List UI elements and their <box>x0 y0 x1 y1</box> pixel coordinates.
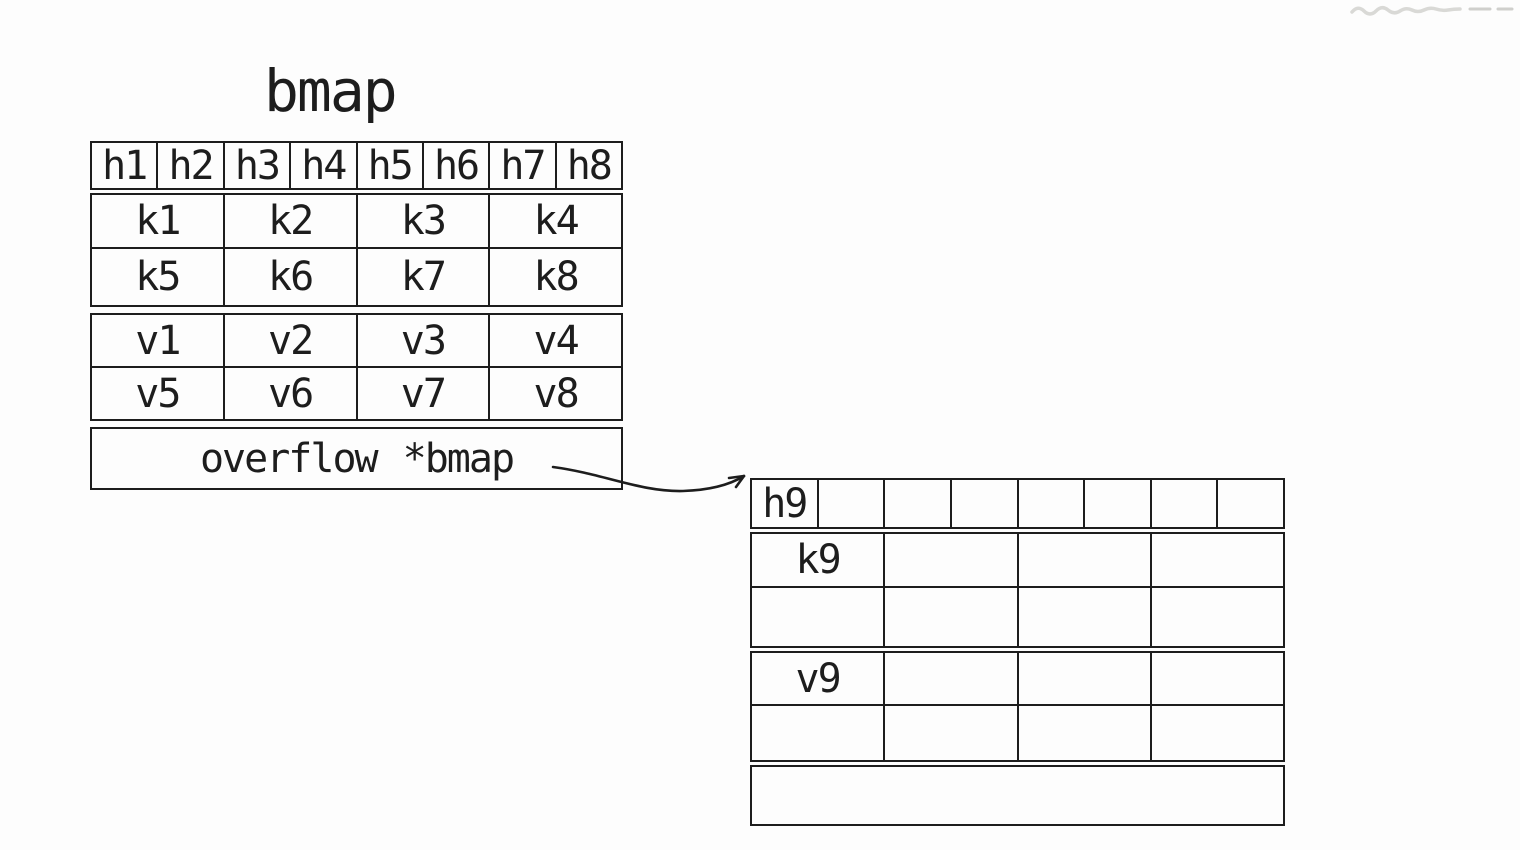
tophash-cell: h2 <box>156 143 222 188</box>
tophash-cell <box>816 480 884 527</box>
bucket-main-values-block: v1 v2 v3 v4 v5 v6 v7 v8 <box>90 313 623 421</box>
value-cell: v6 <box>222 368 356 419</box>
value-cell: v5 <box>135 370 181 417</box>
value-cell <box>883 706 1016 760</box>
value-cell: v8 <box>488 368 621 419</box>
bucket-main-keys-block: k1 k2 k3 k4 k5 k6 k7 k8 <box>90 193 623 307</box>
tophash-cell: h3 <box>222 143 289 188</box>
value-cell: v2 <box>222 315 356 366</box>
tophash-cell <box>1149 480 1217 527</box>
value-cell <box>883 653 1016 704</box>
keys-row: k5 k6 k7 k8 <box>92 247 621 305</box>
tophash-cell: h8 <box>554 143 621 188</box>
tophash-row: h9 <box>752 480 1283 527</box>
value-cell <box>1149 653 1283 704</box>
value-cell: v7 <box>355 368 489 419</box>
key-cell: k7 <box>355 249 489 305</box>
key-cell <box>1149 588 1283 646</box>
value-cell: v4 <box>488 315 621 366</box>
key-cell <box>1016 534 1150 586</box>
tophash-cell: h5 <box>355 143 422 188</box>
overflow-pointer-cell: overflow *bmap <box>92 429 621 488</box>
watermark-scribble-icon <box>1350 6 1514 16</box>
tophash-cell <box>1083 480 1150 527</box>
keys-row: k9 <box>752 534 1283 586</box>
tophash-cell: h1 <box>102 143 148 188</box>
overflow-pointer-arrow <box>551 465 746 493</box>
bucket-overflow-keys-block: k9 <box>750 532 1285 648</box>
bucket-main-tophash-block: h1 h2 h3 h4 h5 h6 h7 h8 <box>90 141 623 190</box>
tophash-cell: h7 <box>488 143 554 188</box>
tophash-cell: h4 <box>289 143 355 188</box>
bucket-main: h1 h2 h3 h4 h5 h6 h7 h8 k1 k2 k3 k4 k5 k… <box>90 141 623 490</box>
key-cell: k8 <box>488 249 621 305</box>
overflow-pointer-cell <box>752 767 1283 824</box>
tophash-cell <box>883 480 950 527</box>
values-row: v5 v6 v7 v8 <box>92 366 621 419</box>
tophash-cell: h6 <box>421 143 488 188</box>
key-cell: k1 <box>135 198 181 244</box>
value-cell: v9 <box>795 655 842 702</box>
values-row <box>752 704 1283 760</box>
overflow-row: overflow *bmap <box>92 429 621 488</box>
keys-row: k1 k2 k3 k4 <box>92 195 621 247</box>
key-cell: k6 <box>222 249 356 305</box>
overflow-field-type: *bmap <box>402 435 515 482</box>
keys-row <box>752 586 1283 646</box>
key-cell: k2 <box>222 195 356 247</box>
bucket-overflow-overflow-block <box>750 765 1285 826</box>
value-cell <box>1149 706 1283 760</box>
values-row: v9 <box>752 653 1283 704</box>
bucket-overflow-tophash-block: h9 <box>750 478 1285 529</box>
tophash-cell: h9 <box>762 480 808 527</box>
values-row: v1 v2 v3 v4 <box>92 315 621 366</box>
key-cell <box>883 534 1016 586</box>
overflow-field-label: overflow <box>199 435 379 482</box>
key-cell: k5 <box>135 254 181 300</box>
key-cell <box>1016 588 1150 646</box>
key-cell: k9 <box>795 537 842 583</box>
key-cell: k3 <box>355 195 489 247</box>
key-cell <box>752 588 883 646</box>
diagram-title: bmap <box>264 57 398 125</box>
value-cell: v3 <box>355 315 489 366</box>
value-cell <box>1016 653 1150 704</box>
bucket-main-overflow-block: overflow *bmap <box>90 427 623 490</box>
value-cell <box>1016 706 1150 760</box>
key-cell <box>1149 534 1283 586</box>
bucket-overflow: h9 k9 <box>750 478 1285 826</box>
bucket-overflow-values-block: v9 <box>750 651 1285 762</box>
tophash-cell <box>1216 480 1283 527</box>
tophash-cell <box>949 480 1017 527</box>
tophash-cell <box>1016 480 1084 527</box>
key-cell <box>883 588 1016 646</box>
key-cell: k4 <box>488 195 621 247</box>
overflow-row <box>752 767 1283 824</box>
tophash-row: h1 h2 h3 h4 h5 h6 h7 h8 <box>92 143 621 188</box>
value-cell <box>752 706 883 760</box>
value-cell: v1 <box>135 317 181 364</box>
